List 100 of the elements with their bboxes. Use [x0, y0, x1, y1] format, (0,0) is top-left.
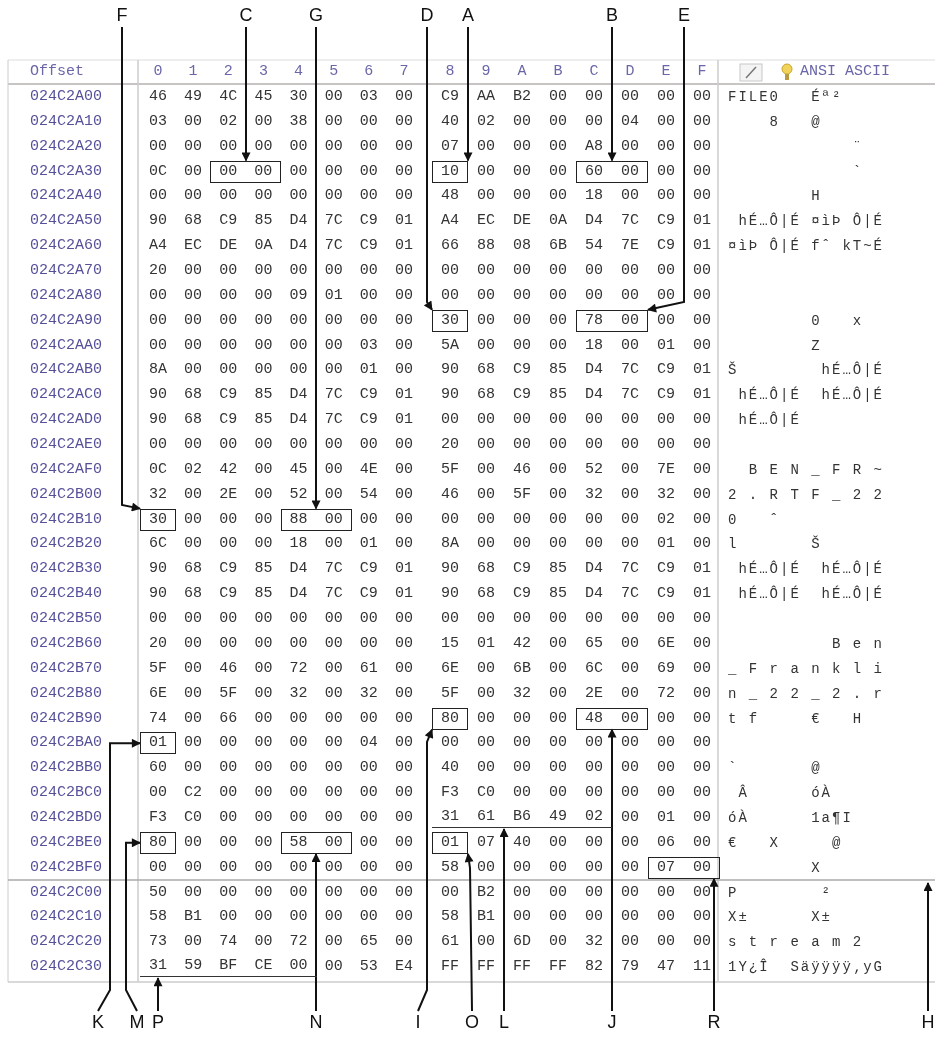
- hex-byte: 00: [656, 708, 676, 729]
- hex-byte: 00: [692, 261, 712, 281]
- offset-address: 024C2A00: [30, 87, 102, 107]
- hex-byte: 04: [358, 733, 379, 754]
- hex-byte: 00: [288, 161, 309, 182]
- highlight-box: 01: [140, 732, 176, 755]
- hex-byte: 65: [584, 633, 604, 654]
- hex-byte: 00: [253, 335, 274, 356]
- hex-byte: 00: [393, 758, 414, 779]
- hex-byte: 00: [440, 509, 460, 530]
- hex-byte: 00: [656, 609, 676, 630]
- hex-byte: 00: [393, 87, 414, 107]
- hex-byte: 00: [548, 310, 568, 331]
- hex-byte: 00: [393, 907, 414, 928]
- highlight-box: 48 00: [576, 707, 648, 730]
- hex-byte: 00: [512, 733, 532, 754]
- hex-byte: 00: [620, 136, 640, 157]
- callout-letter: R: [704, 1012, 724, 1032]
- callout-letter: I: [408, 1012, 428, 1032]
- hex-byte: 66: [218, 708, 239, 729]
- hex-byte: 68: [183, 385, 204, 406]
- leader-line: [97, 738, 141, 1012]
- hex-byte: C0: [476, 783, 496, 804]
- hex-byte: 00: [183, 335, 204, 356]
- hex-byte: 00: [620, 658, 640, 679]
- offset-address: 024C2B70: [30, 658, 102, 679]
- callout-letter: C: [236, 5, 256, 25]
- offset-address: 024C2A50: [30, 211, 102, 232]
- hex-byte: 00: [692, 335, 712, 356]
- hex-byte: 02: [656, 509, 676, 530]
- ascii-text: ¤ìÞ Ô|É fˆ kT~É: [728, 236, 885, 257]
- hex-byte: 00: [323, 783, 344, 804]
- hex-byte: 00: [656, 758, 676, 779]
- hex-byte: 00: [183, 509, 204, 530]
- offset-address: 024C2B80: [30, 683, 102, 704]
- hex-byte: 00: [323, 609, 344, 630]
- ascii-text: 1Y¿Î Säÿÿÿÿ‚yG: [728, 957, 885, 978]
- hex-byte: 00: [393, 633, 414, 654]
- hex-byte: 00: [358, 807, 379, 828]
- hex-byte: 00: [584, 111, 604, 132]
- hex-byte: 00: [218, 783, 239, 804]
- hex-byte: 20: [148, 261, 168, 281]
- hex-byte: 00: [393, 658, 414, 679]
- hex-byte: 00: [253, 435, 274, 456]
- hex-byte: 00: [253, 807, 274, 828]
- highlight-box: 58 00: [280, 831, 352, 854]
- hex-byte: 54: [584, 236, 604, 257]
- hex-byte: B2: [476, 882, 496, 903]
- hex-byte: 00: [512, 186, 532, 207]
- hex-byte: 00: [620, 335, 640, 356]
- hex-byte: 00: [218, 857, 239, 878]
- offset-address: 024C2B40: [30, 584, 102, 605]
- hex-byte: 32: [148, 484, 168, 505]
- hex-byte: 6E: [148, 683, 168, 704]
- hex-byte: 7E: [620, 236, 640, 257]
- hex-byte: 00: [218, 832, 239, 853]
- callout-letter: D: [417, 5, 437, 25]
- hex-byte: 00: [323, 758, 344, 779]
- ascii-text: hÉ…Ô|É hÉ…Ô|É: [737, 385, 885, 406]
- ascii-text: 8 @: [768, 112, 822, 132]
- hex-byte: 00: [218, 509, 239, 530]
- hex-byte: 30: [288, 87, 309, 107]
- hex-byte: 00: [512, 161, 532, 182]
- hex-byte: 40: [440, 111, 460, 132]
- hex-byte: C0: [183, 807, 204, 828]
- hex-byte: 00: [253, 758, 274, 779]
- hex-byte: 00: [148, 136, 168, 157]
- hex-byte: 18: [288, 534, 309, 555]
- hex-byte: 58: [440, 857, 460, 878]
- hex-byte: 00: [253, 186, 274, 207]
- hex-byte: 00: [620, 609, 640, 630]
- hex-byte: 00: [656, 435, 676, 456]
- column-header: F: [696, 62, 708, 82]
- hex-byte: 00: [548, 136, 568, 157]
- hex-byte: 00: [548, 186, 568, 207]
- hex-byte: 00: [253, 708, 274, 729]
- hex-byte: 00: [512, 758, 532, 779]
- hex-byte: 00: [288, 360, 309, 381]
- hex-byte: 00: [253, 857, 274, 878]
- hex-byte: 0C: [148, 459, 168, 480]
- hex-byte: 5F: [512, 484, 532, 505]
- hex-byte: 00: [512, 783, 532, 804]
- hex-byte: 00: [183, 832, 204, 853]
- hex-byte: 00: [323, 459, 344, 480]
- offset-address: 024C2A70: [30, 261, 102, 281]
- hex-byte: 00: [656, 410, 676, 431]
- hex-byte: 00: [218, 907, 239, 928]
- hex-byte: 6C: [148, 534, 168, 555]
- hex-byte: 00: [393, 285, 414, 306]
- ascii-text: Š hÉ…Ô|É: [728, 360, 885, 381]
- hex-byte: 61: [440, 932, 460, 953]
- hex-byte: D4: [288, 211, 309, 232]
- hex-byte: 32: [584, 932, 604, 953]
- hex-byte: 00: [393, 733, 414, 754]
- hex-byte: 00: [148, 609, 168, 630]
- hex-byte: D4: [288, 410, 309, 431]
- hex-byte: 01: [358, 360, 379, 381]
- offset-address: 024C2AA0: [30, 335, 102, 356]
- hex-byte: 00: [476, 932, 496, 953]
- hex-byte: 7C: [620, 559, 640, 580]
